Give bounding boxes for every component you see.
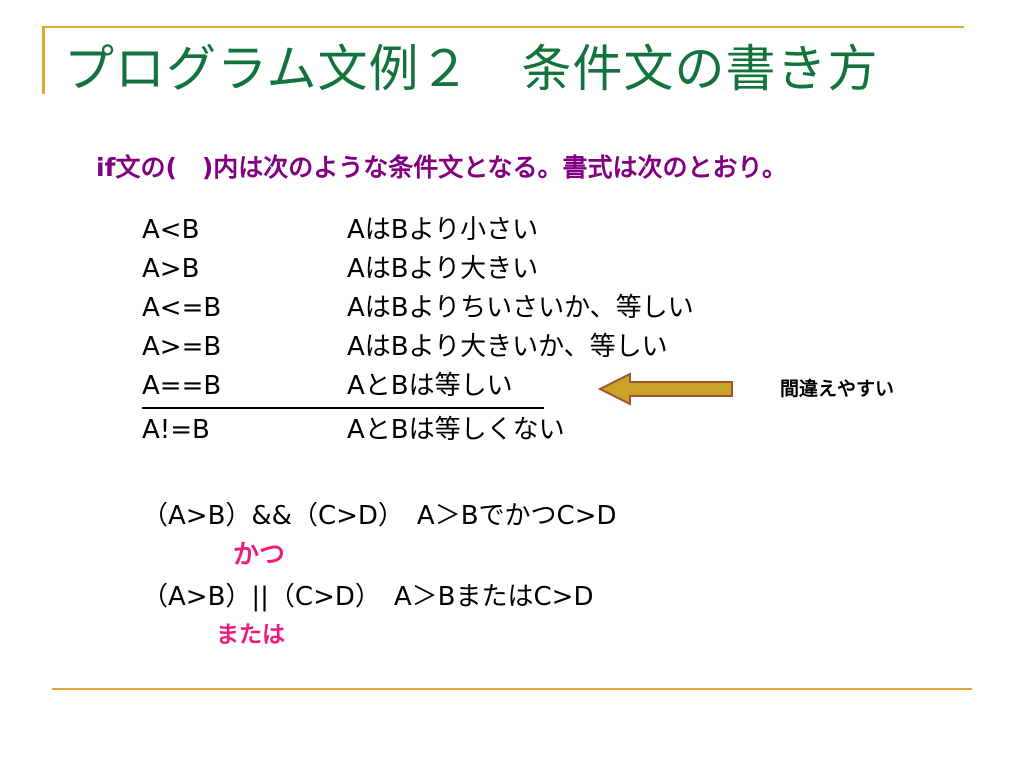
condition-description: AはBよりちいさいか、等しい <box>347 293 694 323</box>
condition-operator: A>B <box>142 254 200 284</box>
emphasis-underline <box>142 407 544 409</box>
or-label: または <box>216 622 285 648</box>
condition-description: AはBより小さい <box>347 215 539 245</box>
slide-subtitle: if文の( )内は次のような条件文となる。書式は次のとおり。 <box>96 153 788 182</box>
condition-description: AはBより大きいか、等しい <box>347 332 668 362</box>
top-accent-line <box>42 26 964 28</box>
or-expression: （A>B）||（C>D） A＞BまたはC>D <box>142 582 594 612</box>
and-label: かつ <box>233 540 286 570</box>
condition-operator: A!=B <box>142 415 210 445</box>
condition-operator: A==B <box>142 371 222 401</box>
bottom-accent-line <box>52 688 972 690</box>
warning-note: 間違えやすい <box>780 378 895 400</box>
condition-operator: A<B <box>142 215 200 245</box>
condition-operator: A>=B <box>142 332 222 362</box>
left-accent-line <box>42 26 45 94</box>
condition-description: AはBより大きい <box>347 254 539 284</box>
and-expression: （A>B）&&（C>D） A＞BでかつC>D <box>142 501 617 531</box>
condition-description: AとBは等しい <box>347 371 513 401</box>
condition-operator: A<=B <box>142 293 222 323</box>
left-arrow-icon <box>598 372 733 406</box>
condition-description: AとBは等しくない <box>347 415 565 445</box>
slide-title: プログラム文例２ 条件文の書き方 <box>64 40 879 98</box>
